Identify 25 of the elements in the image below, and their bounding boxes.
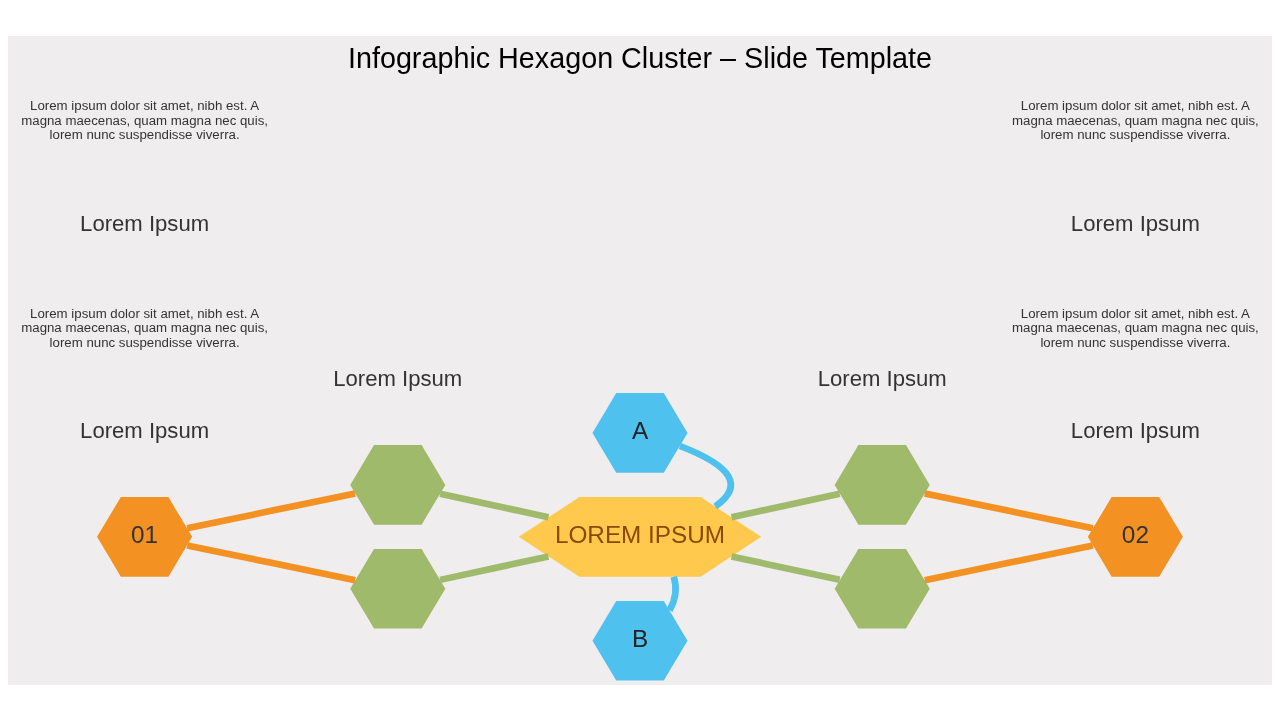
connector (678, 442, 735, 509)
connector (186, 489, 356, 531)
label: Lorem Ipsum (1070, 210, 1200, 236)
connector (924, 489, 1094, 531)
node-hexagon (834, 548, 930, 629)
node-hexagon (350, 444, 446, 525)
label: Lorem ipsum dolor sit amet, nibh est. A magna maecenas, quam magna nec quis, lorem nunc suspendisse viverra. (21, 97, 268, 142)
connector (666, 575, 679, 612)
label: Lorem Ipsum (1070, 417, 1200, 443)
label: Lorem ipsum dolor sit amet, nibh est. A magna maecenas, quam magna nec quis, lorem nunc suspendisse viverra. (1012, 97, 1259, 142)
node-hexagon (834, 444, 930, 525)
connector (730, 490, 841, 520)
diagram-title: Infographic Hexagon Cluster – Slide Template (347, 41, 933, 74)
connector (730, 552, 841, 583)
label: Lorem Ipsum (333, 365, 463, 391)
label: Lorem Ipsum (80, 417, 210, 443)
label: Lorem ipsum dolor sit amet, nibh est. A magna maecenas, quam magna nec quis, lorem nunc suspendisse viverra. (1012, 305, 1259, 350)
label: Lorem Ipsum (817, 365, 947, 391)
label: Lorem ipsum dolor sit amet, nibh est. A magna maecenas, quam magna nec quis, lorem nunc suspendisse viverra. (21, 305, 268, 350)
connector (924, 541, 1094, 583)
node-hexagon (350, 548, 446, 629)
label: Lorem Ipsum (80, 210, 210, 236)
connector (439, 552, 550, 583)
connector (186, 541, 356, 583)
connector (439, 490, 550, 520)
